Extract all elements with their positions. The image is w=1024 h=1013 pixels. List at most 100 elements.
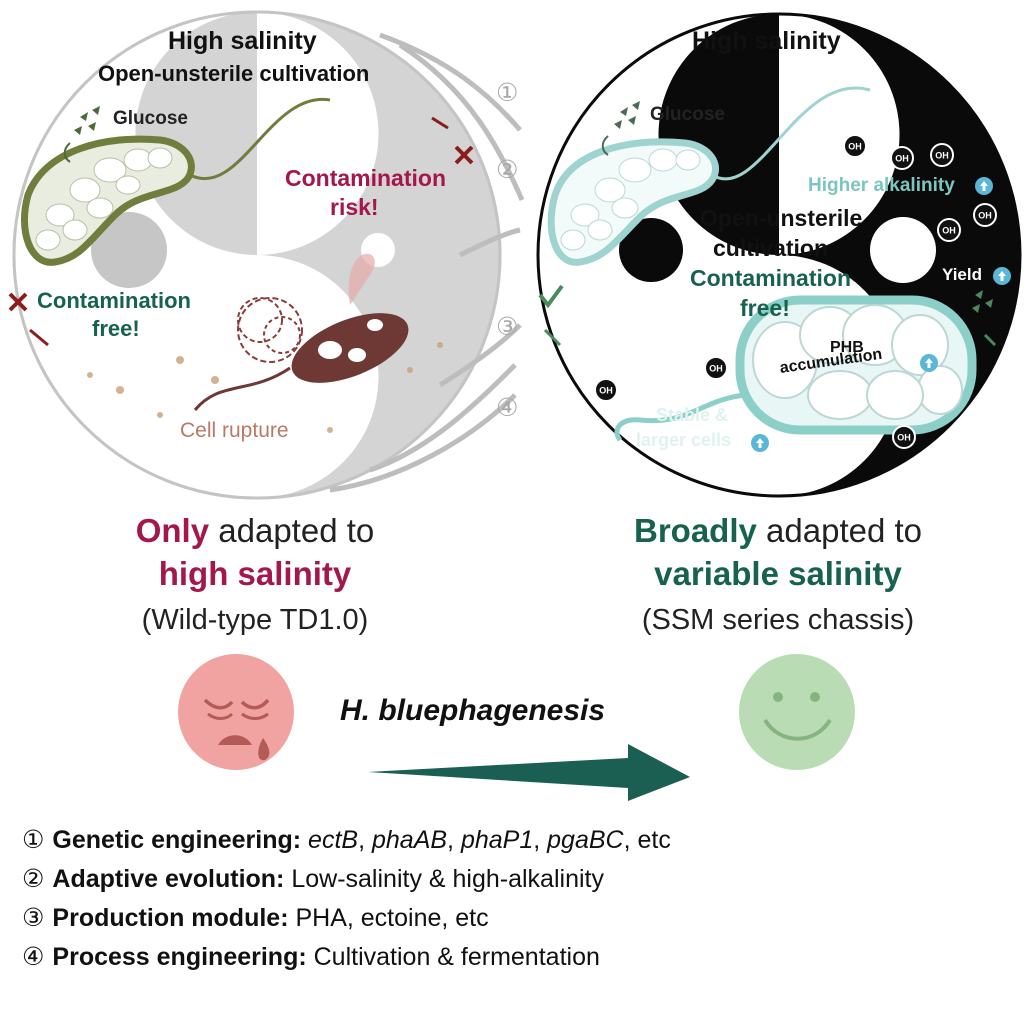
right-phb-line1: PHB bbox=[830, 339, 864, 356]
right-contamination-line1: Contamination bbox=[690, 265, 851, 291]
oh-badge-text: OH bbox=[709, 364, 723, 374]
method-list-number: ① bbox=[22, 825, 45, 854]
oh-badge: OH bbox=[973, 203, 997, 227]
method-list-number: ② bbox=[22, 864, 45, 893]
right-higher-alkalinity-label: Higher alkalinity bbox=[808, 175, 955, 196]
left-glucose-label: Glucose bbox=[113, 108, 188, 129]
step-3-label: ③ bbox=[496, 312, 519, 341]
oh-badge: OH bbox=[930, 143, 954, 167]
right-glucose-dots bbox=[614, 101, 640, 129]
oh-badge-text: OH bbox=[978, 211, 992, 221]
method-list-text: , bbox=[447, 826, 461, 854]
method-list-text: , etc bbox=[623, 826, 671, 854]
left-top-subtitle: Open-unsterile cultivation bbox=[98, 61, 370, 86]
right-yield-label: Yield bbox=[942, 265, 982, 284]
gene-name: ectB bbox=[308, 826, 359, 854]
oh-badge: OH bbox=[843, 134, 867, 158]
organism-name: H. bluephagenesis bbox=[340, 694, 606, 727]
right-glucose-label: Glucose bbox=[650, 104, 725, 125]
oh-badge-text: OH bbox=[935, 151, 949, 161]
method-list-text: Cultivation & fermentation bbox=[306, 943, 600, 971]
left-caption-only: Only bbox=[135, 512, 210, 549]
right-bottom-title: Low salinity bbox=[697, 454, 835, 481]
oh-badge-text: OH bbox=[895, 154, 909, 164]
step-arrows bbox=[329, 32, 525, 493]
left-yin-yang bbox=[12, 10, 502, 500]
left-ruptured-cell bbox=[193, 253, 409, 411]
method-list-text bbox=[301, 826, 308, 854]
gene-name: pgaBC bbox=[547, 826, 624, 854]
step-1-label: ① bbox=[496, 78, 519, 107]
oh-badge: OH bbox=[594, 378, 618, 402]
right-caption-line1: Broadly adapted to bbox=[563, 512, 993, 550]
right-eye-black bbox=[619, 218, 683, 282]
increase-up-icon bbox=[993, 267, 1011, 285]
left-green-cell bbox=[21, 97, 331, 266]
sad-face-icon bbox=[178, 654, 294, 770]
right-eye-white bbox=[870, 217, 936, 283]
left-contamination-risk-line1: Contamination bbox=[285, 165, 446, 191]
right-top-title: High salinity bbox=[692, 27, 841, 55]
increase-up-icon bbox=[920, 354, 938, 372]
right-caption-adapted: adapted to bbox=[756, 512, 923, 549]
transition-arrow bbox=[368, 744, 690, 801]
left-caption-high-salinity: high salinity bbox=[158, 555, 352, 592]
method-list-number: ④ bbox=[22, 942, 45, 971]
left-caption-adapted: adapted to bbox=[209, 512, 375, 549]
left-caption-strain: (Wild-type TD1.0) bbox=[141, 604, 369, 636]
method-list-text: , bbox=[533, 826, 548, 854]
method-list-text: Low-salinity & high-alkalinity bbox=[284, 865, 604, 893]
oh-badge: OH bbox=[937, 218, 961, 242]
left-debris bbox=[87, 342, 443, 433]
oh-badge-text: OH bbox=[897, 433, 911, 443]
oh-badge-text: OH bbox=[599, 386, 613, 396]
left-x-marks bbox=[8, 145, 474, 312]
oh-badge-text: OH bbox=[848, 142, 862, 152]
method-list-label: Genetic engineering: bbox=[52, 826, 302, 854]
gene-name: phaP1 bbox=[460, 826, 534, 854]
oh-badge: OH bbox=[890, 146, 914, 170]
right-contamination-line2: free! bbox=[740, 295, 790, 321]
right-caption-broadly: Broadly bbox=[633, 512, 757, 549]
left-contamination-risk-line2: risk! bbox=[330, 194, 379, 220]
right-stable-line2: larger cells bbox=[636, 430, 732, 450]
oh-badge-text: OH bbox=[942, 226, 956, 236]
method-list-label: Process engineering: bbox=[52, 943, 307, 971]
increase-up-icon bbox=[975, 177, 993, 195]
right-caption-variable-salinity: variable salinity bbox=[654, 555, 902, 592]
happy-face-icon bbox=[739, 654, 855, 770]
left-contamination-free-line2: free! bbox=[92, 316, 140, 341]
method-list-label: Production module: bbox=[52, 904, 289, 932]
left-top-title: High salinity bbox=[168, 27, 317, 55]
left-caption-line1: Only adapted to bbox=[40, 512, 470, 550]
left-eye-gray bbox=[91, 212, 167, 288]
increase-up-icon bbox=[751, 434, 769, 452]
method-list-number: ③ bbox=[22, 903, 45, 932]
right-caption-strain: (SSM series chassis) bbox=[641, 604, 915, 636]
left-bottom-title: Low salinity bbox=[171, 452, 309, 479]
right-open-line1: Open-unsterile bbox=[700, 205, 863, 231]
right-teal-cell bbox=[547, 86, 871, 266]
increase-badges bbox=[751, 177, 1011, 452]
oh-badge: OH bbox=[892, 425, 916, 449]
method-list-text: , bbox=[358, 826, 372, 854]
right-phb-cell bbox=[614, 295, 977, 442]
method-list-text: PHA, ectoine, etc bbox=[288, 904, 489, 932]
left-contamination-free-line1: Contamination bbox=[37, 288, 191, 313]
left-cell-rupture-label: Cell rupture bbox=[180, 419, 289, 442]
right-stable-line1: Stable & bbox=[656, 405, 729, 425]
oh-badges: OH OH OH OH OH OH OH OH bbox=[594, 134, 997, 449]
step-2-label: ② bbox=[496, 155, 519, 184]
step-4-label: ④ bbox=[496, 393, 519, 422]
oh-badge: OH bbox=[704, 356, 728, 380]
right-open-line2: cultivation bbox=[713, 235, 829, 261]
method-list-label: Adaptive evolution: bbox=[52, 865, 285, 893]
gene-name: phaAB bbox=[371, 826, 448, 854]
